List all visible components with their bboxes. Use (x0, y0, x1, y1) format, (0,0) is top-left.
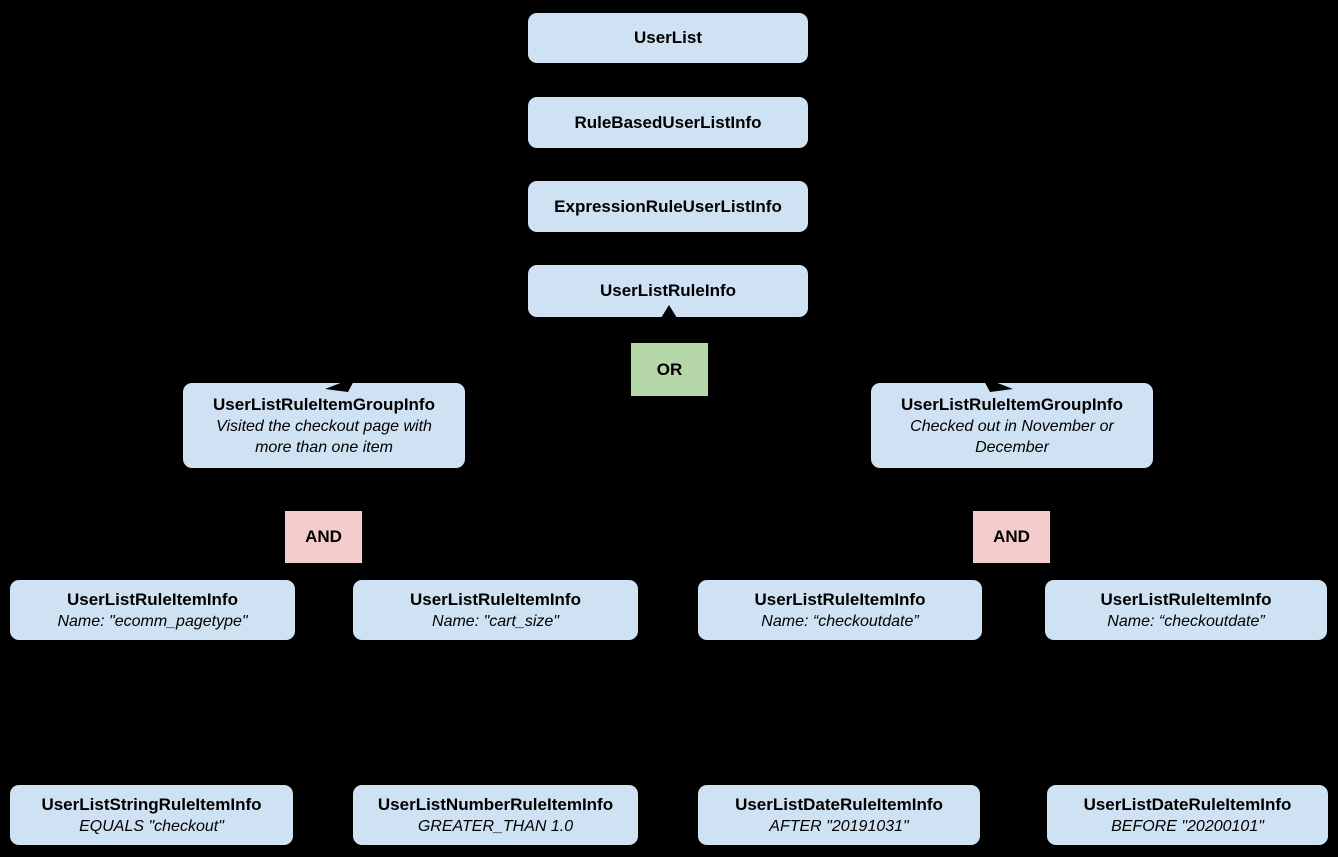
operator-or-label: OR (656, 359, 683, 379)
node-ruleitem-4-description: Name: “checkoutdate” (1107, 612, 1265, 630)
node-rulebaseduserlistinfo-label: RuleBasedUserListInfo (574, 112, 762, 132)
node-leaf-2-label: UserListNumberRuleItemInfo (377, 794, 614, 814)
operator-or: OR (631, 343, 708, 396)
node-userlistruleinfo-label: UserListRuleInfo (599, 281, 737, 300)
node-ruleitem-1: UserListRuleItemInfo Name: "ecomm_pagety… (10, 580, 295, 640)
node-ruleitem-4: UserListRuleItemInfo Name: “checkoutdate… (1045, 580, 1327, 640)
node-leaf-1-description: EQUALS "checkout" (79, 817, 224, 835)
node-leaf-2-description: GREATER_THAN 1.0 (417, 817, 574, 835)
node-leaf-3: UserListDateRuleItemInfo AFTER "20191031… (698, 785, 980, 845)
node-leaf-3-description: AFTER "20191031" (769, 817, 909, 835)
node-ruleitem-3-label: UserListRuleItemInfo (754, 589, 926, 609)
operator-and-right-label: AND (993, 527, 1030, 546)
node-expressionruleuserlistinfo: ExpressionRuleUserListInfo (528, 181, 808, 232)
node-group-left-description: Visited the checkout page with more than… (216, 417, 432, 456)
node-ruleitem-3-description: Name: “checkoutdate” (761, 612, 919, 630)
node-leaf-4-description: BEFORE "20200101" (1111, 817, 1264, 835)
operator-and-left: AND (285, 511, 362, 563)
node-ruleitem-2-label: UserListRuleItemInfo (410, 589, 581, 609)
node-userlist: UserList (528, 13, 808, 63)
node-leaf-3-label: UserListDateRuleItemInfo (735, 794, 943, 814)
node-ruleitem-1-label: UserListRuleItemInfo (67, 589, 238, 609)
node-userlistruleinfo: UserListRuleInfo (528, 265, 808, 317)
node-leaf-4-label: UserListDateRuleItemInfo (1083, 794, 1292, 814)
node-leaf-1: UserListStringRuleItemInfo EQUALS "check… (10, 785, 293, 845)
node-expressionruleuserlistinfo-label: ExpressionRuleUserListInfo (554, 196, 782, 216)
operator-and-left-label: AND (305, 527, 342, 546)
node-group-left: UserListRuleItemGroupInfo Visited the ch… (183, 383, 465, 468)
node-leaf-1-label: UserListStringRuleItemInfo (41, 794, 262, 814)
node-group-right: UserListRuleItemGroupInfo Checked out in… (871, 383, 1153, 468)
node-leaf-4: UserListDateRuleItemInfo BEFORE "2020010… (1047, 785, 1328, 845)
node-group-right-description: Checked out in November or December (910, 417, 1114, 456)
operator-and-right: AND (973, 511, 1050, 563)
node-userlist-label: UserList (633, 28, 703, 47)
node-ruleitem-2: UserListRuleItemInfo Name: "cart_size" (353, 580, 638, 640)
node-ruleitem-2-description: Name: "cart_size" (432, 612, 559, 630)
node-group-left-label: UserListRuleItemGroupInfo (213, 394, 435, 414)
node-rulebaseduserlistinfo: RuleBasedUserListInfo (528, 97, 808, 148)
node-leaf-2: UserListNumberRuleItemInfo GREATER_THAN … (353, 785, 638, 845)
node-ruleitem-1-description: Name: "ecomm_pagetype" (57, 612, 248, 630)
node-group-right-label: UserListRuleItemGroupInfo (901, 394, 1123, 414)
node-ruleitem-4-label: UserListRuleItemInfo (1100, 589, 1272, 609)
node-ruleitem-3: UserListRuleItemInfo Name: “checkoutdate… (698, 580, 982, 640)
